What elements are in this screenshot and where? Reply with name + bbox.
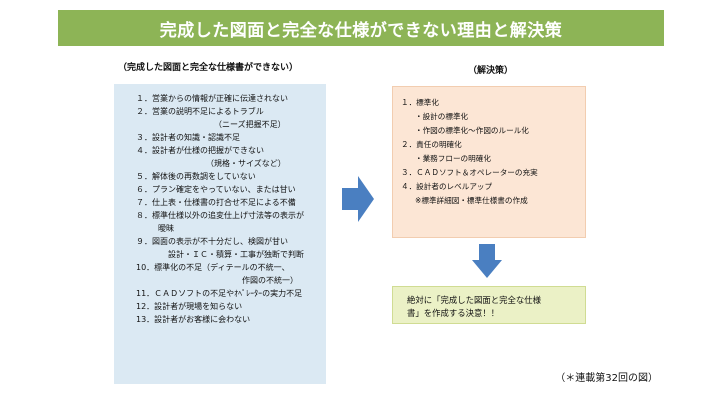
reason-item-9: ９．図面の表示が不十分だし、検図が甘い xyxy=(136,237,288,246)
reason-item-8: ８．標準仕様以外の追変仕上げ寸法等の表示が xyxy=(136,211,304,220)
reason-item-4: ４．設計者が仕様の把握ができない xyxy=(136,146,264,155)
down-arrow-icon xyxy=(472,244,502,278)
solution-item-2: ２．責任の明確化 xyxy=(401,140,462,149)
reasons-panel: １．営業からの情報が正確に伝達されない ２．営業の説明不足によるトラブル （ニー… xyxy=(114,84,326,384)
solution-item-4: ４．設計者のレベルアップ xyxy=(401,182,493,191)
reason-item-2-note: （ニーズ把握不足） xyxy=(214,120,286,129)
reason-item-8-cont: 曖昧 xyxy=(158,224,174,233)
solution-item-4a: ※標準詳細図・標準仕様書の作成 xyxy=(415,196,528,205)
solutions-panel: １．標準化 ・設計の標準化 ・作図の標準化〜作図のルール化 ２．責任の明確化 ・… xyxy=(392,86,586,238)
reason-item-11: 11．ＣＡＤソフトの不足やｵﾍﾟﾚｰﾀｰの実力不足 xyxy=(136,289,303,298)
reason-item-4-note: （規格・サイズなど） xyxy=(206,159,286,168)
solution-item-2a: ・業務フローの明確化 xyxy=(415,154,491,163)
reason-item-10-cont: 作図の不統一） xyxy=(242,276,298,285)
resolution-line-1: 絶対に「完成した図面と完全な仕様 xyxy=(407,295,541,305)
solution-item-1: １．標準化 xyxy=(401,98,439,107)
page-title: 完成した図面と完全な仕様ができない理由と解決策 xyxy=(58,10,664,46)
reason-item-2: ２．営業の説明不足によるトラブル xyxy=(136,107,264,116)
reasons-heading: （完成した図面と完全な仕様書ができない） xyxy=(118,63,299,73)
solution-item-3: ３．ＣＡＤソフト＆オペレーターの充実 xyxy=(401,168,538,177)
reason-item-5: ５．解体後の再数調をしていない xyxy=(136,172,256,181)
right-arrow-icon xyxy=(342,176,374,222)
reason-item-9-note: 設計・ＩＣ・積算・工事が独断で判断 xyxy=(168,250,304,259)
reason-item-7: ７．仕上表・仕様書の打合せ不足による不備 xyxy=(136,198,296,207)
reason-item-1: １．営業からの情報が正確に伝達されない xyxy=(136,94,288,103)
solution-item-1a: ・設計の標準化 xyxy=(415,112,469,121)
reason-item-3: ３．設計者の知識・認識不足 xyxy=(136,133,240,142)
reason-item-13: 13．設計者がお客様に会わない xyxy=(136,315,251,324)
resolution-box: 絶対に「完成した図面と完全な仕様 書」を作成する決意！！ xyxy=(392,286,586,324)
resolution-line-2: 書」を作成する決意！！ xyxy=(407,308,500,318)
reason-item-10: 10．標準化の不足（ディテールの不統一、 xyxy=(136,263,290,272)
reason-item-12: 12．設計者が現場を知らない xyxy=(136,302,243,311)
figure-source-note: （＊連載第32回の図） xyxy=(555,373,658,384)
reason-item-6: ６．プラン確定をやっていない、または甘い xyxy=(136,185,296,194)
solution-item-1b: ・作図の標準化〜作図のルール化 xyxy=(415,126,529,135)
solutions-heading: （解決策） xyxy=(468,66,514,76)
